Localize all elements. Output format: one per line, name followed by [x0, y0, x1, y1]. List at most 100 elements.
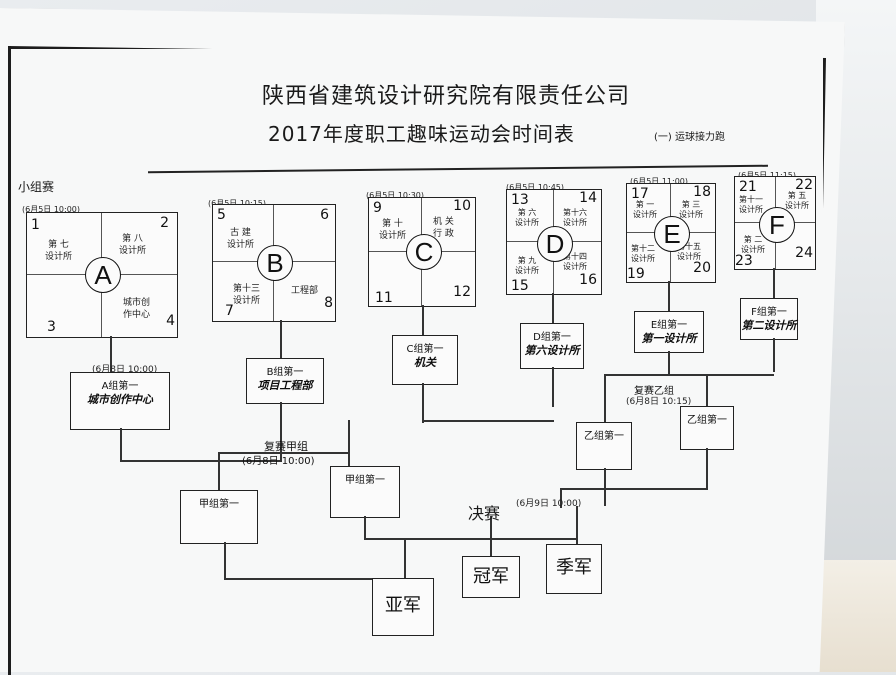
title-company: 陕西省建筑设计研究院有限责任公司	[262, 84, 631, 109]
connector	[218, 452, 220, 492]
third-place-box: 季军	[546, 544, 602, 594]
group-letter-b: B	[257, 245, 293, 281]
title-event: 2017年度职工趣味运动会时间表	[268, 122, 575, 146]
slot-number: 11	[375, 290, 393, 306]
connector	[560, 488, 708, 490]
group-letter-f: F	[759, 207, 795, 243]
connector	[120, 428, 122, 462]
winner-handwritten: 项目工程部	[257, 379, 313, 392]
slot-number: 22	[795, 177, 813, 193]
slot-number: 24	[795, 245, 813, 261]
group-a-card: 1 2 3 4 第 七 设计所 第 八 设计所 城市创 作中心 A	[26, 212, 178, 338]
group-d-card: 13 14 15 16 第 六 设计所 第十六 设计所 第 九 设计所 第十四 …	[506, 189, 602, 295]
connector	[280, 402, 282, 460]
team-name: 第 八 设计所	[119, 234, 147, 256]
connector	[668, 281, 670, 311]
slot-number: 8	[324, 295, 333, 311]
champion-box: 冠军	[462, 556, 520, 598]
semi-a-slot-2: 甲组第一	[330, 466, 400, 518]
slot-number: 9	[373, 200, 382, 216]
connector	[604, 374, 606, 424]
team-name: 第十二 设计所	[631, 244, 655, 263]
connector	[224, 578, 404, 580]
team-name: 第 一 设计所	[633, 200, 657, 219]
team-name: 第 五 设计所	[785, 191, 809, 210]
slot-number: 18	[693, 184, 711, 200]
final-title: 决赛	[468, 504, 501, 523]
winner-label: A组第一	[101, 381, 139, 392]
slot-number: 1	[31, 217, 40, 233]
winner-label: D组第一	[533, 332, 571, 343]
winner-handwritten: 第一设计所	[641, 332, 697, 345]
winner-handwritten: 城市创作中心	[87, 393, 153, 406]
connector	[576, 506, 578, 546]
semi-a-slot-1: 甲组第一	[180, 490, 258, 544]
connector	[552, 367, 554, 407]
slot-number: 4	[166, 313, 175, 329]
group-letter-a: A	[85, 257, 121, 293]
semi-b-date: (6月8日 10:15)	[626, 397, 692, 407]
semi-slot-label: 乙组第一	[584, 431, 624, 442]
group-b-card: 5 6 7 8 古 建 设计所 第十三 设计所 工程部 B	[212, 204, 336, 322]
semi-b-title: 复赛乙组	[634, 386, 674, 397]
slot-number: 15	[511, 278, 529, 294]
group-letter-e: E	[654, 216, 690, 252]
runner-up-box: 亚军	[372, 578, 434, 636]
semi-a-title: 复赛甲组	[264, 440, 308, 453]
winner-e-box: E组第一 第一设计所	[634, 311, 704, 353]
connector	[773, 268, 775, 298]
group-f-date: (6月5日 11:15)	[738, 170, 796, 181]
semi-a-date: (6月8日 10:00)	[242, 456, 315, 467]
connector	[422, 383, 424, 423]
final-date: (6月9日 10:00)	[516, 499, 582, 509]
team-name: 第十四 设计所	[563, 252, 587, 271]
winner-d-box: D组第一 第六设计所	[520, 323, 584, 369]
connector	[552, 293, 554, 323]
winner-handwritten: 机关	[414, 356, 436, 369]
winner-f-box: F组第一 第二设计所	[740, 298, 798, 340]
group-d-date: (6月5日 10:45)	[506, 183, 565, 192]
semi-b-slot-2: 乙组第一	[680, 406, 734, 450]
connector	[364, 538, 578, 540]
team-name: 第 七 设计所	[45, 240, 73, 262]
team-name: 第十六 设计所	[563, 208, 587, 227]
slot-number: 17	[631, 186, 649, 202]
slot-number: 3	[47, 319, 56, 335]
connector	[560, 488, 562, 508]
group-b-date: (6月5日 10:15)	[208, 198, 266, 209]
team-name: 机 关 行 政	[433, 217, 454, 239]
winner-label: F组第一	[751, 307, 787, 318]
semi-slot-label: 乙组第一	[687, 415, 727, 426]
connector	[224, 542, 226, 578]
slot-number: 16	[579, 272, 597, 288]
connector	[668, 351, 670, 375]
winner-label: B组第一	[266, 367, 304, 378]
team-name: 第 九 设计所	[515, 256, 539, 275]
winner-c-box: C组第一 机关	[392, 335, 458, 385]
semi-slot-label: 甲组第一	[345, 475, 385, 486]
slot-number: 23	[735, 253, 753, 269]
connector	[218, 452, 348, 454]
connector	[490, 516, 492, 556]
team-name: 第十一 设计所	[739, 195, 763, 214]
team-name: 第 十 设计所	[379, 219, 407, 241]
team-name: 第十三 设计所	[233, 284, 261, 306]
team-name: 第 三 设计所	[679, 200, 703, 219]
slot-number: 19	[627, 266, 645, 282]
winner-handwritten: 第二设计所	[741, 319, 797, 332]
group-letter-d: D	[537, 226, 573, 262]
team-name: 工程部	[291, 286, 319, 296]
connector	[604, 468, 606, 506]
group-letter-c: C	[406, 234, 442, 270]
team-name: 第十五 设计所	[677, 242, 701, 261]
team-name: 第 二 设计所	[741, 235, 765, 254]
connector	[706, 448, 708, 488]
group-c-date: (6月5日 10:30)	[366, 191, 425, 200]
winner-label: C组第一	[406, 344, 444, 355]
connector	[604, 374, 774, 376]
slot-number: 5	[217, 207, 226, 223]
winner-label: E组第一	[650, 320, 688, 331]
winner-a-box: A组第一 城市创作中心	[70, 372, 170, 430]
connector	[422, 305, 424, 335]
slot-number: 2	[160, 215, 169, 231]
